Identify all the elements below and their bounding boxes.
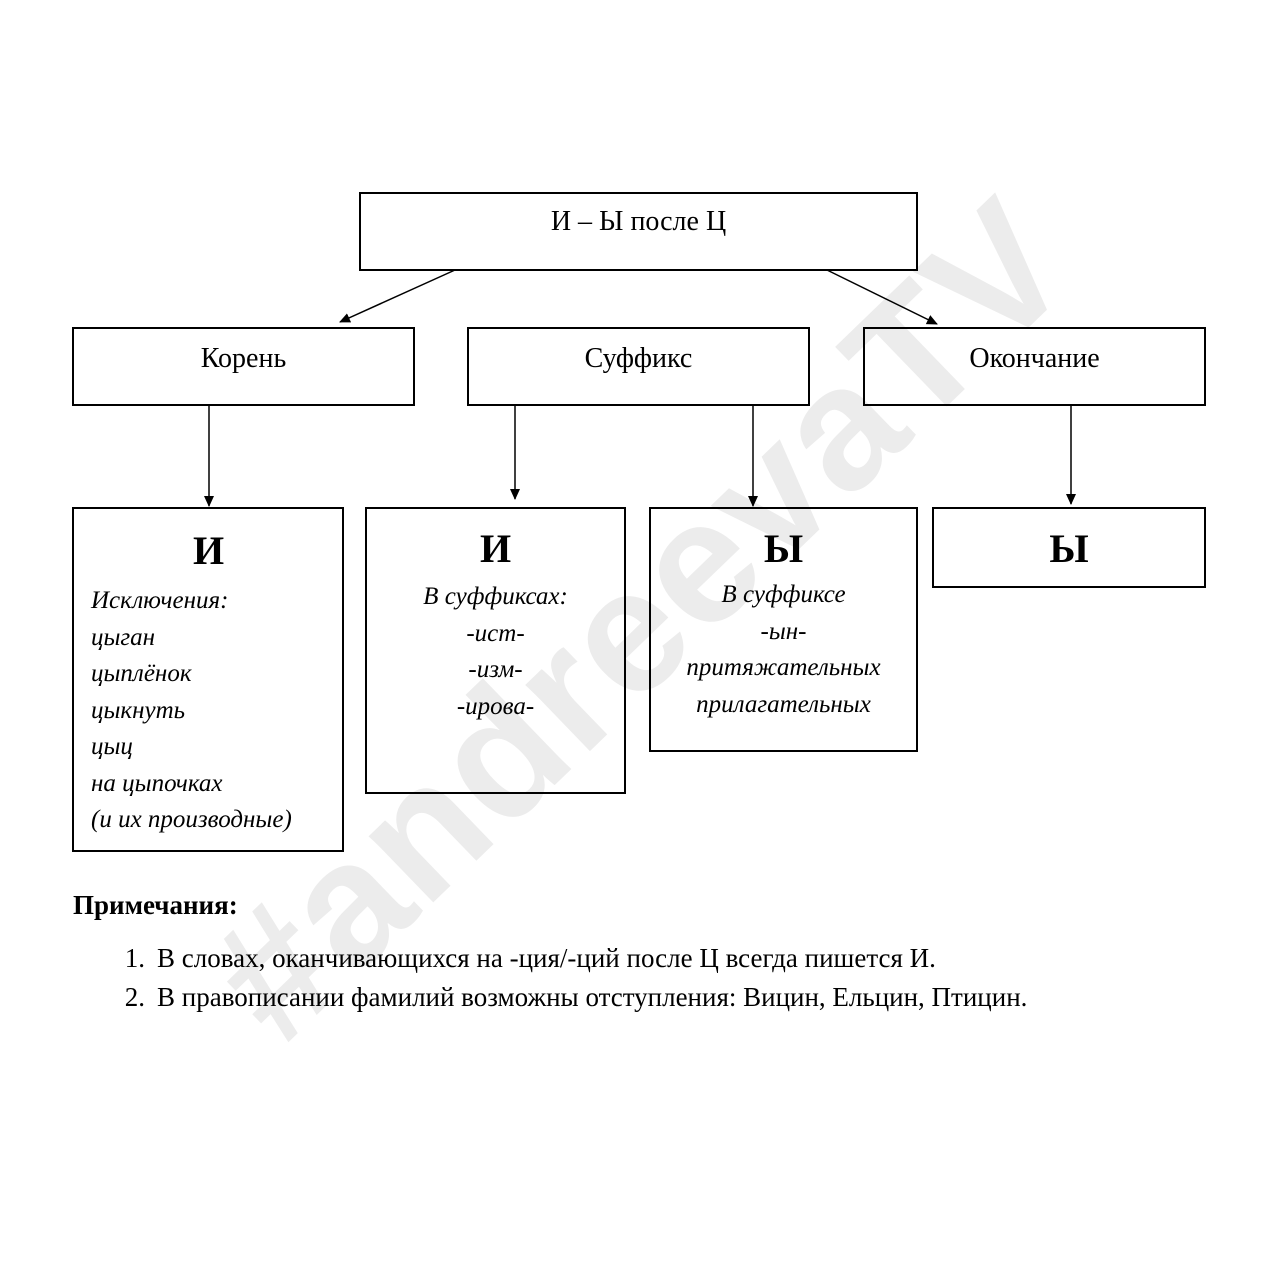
leaf-letter: Ы bbox=[1049, 526, 1089, 571]
category-koren: Корень bbox=[72, 327, 415, 406]
leaf-line: (и их производные) bbox=[91, 806, 292, 833]
note-text: В словах, оканчивающихся на -ция/-ций по… bbox=[157, 943, 936, 973]
notes-section: Примечания: 1. В словах, оканчивающихся … bbox=[73, 890, 1027, 1017]
leaf-line: цыкнуть bbox=[91, 696, 186, 724]
category-label: Корень bbox=[200, 342, 287, 374]
leaf-line: -изм- bbox=[468, 656, 523, 683]
leaf-line: Исключения: bbox=[91, 587, 229, 614]
leaf-suffix-y: Ы В суффиксе -ын- притяжательных прилага… bbox=[649, 507, 918, 752]
leaf-line: цыц bbox=[91, 733, 133, 760]
root-label: И – Ы после Ц bbox=[550, 205, 727, 237]
arrow-root-to-koren bbox=[339, 269, 456, 323]
leaf-line: притяжательных bbox=[686, 654, 881, 681]
category-label: Суффикс bbox=[584, 342, 693, 374]
leaf-line: -ын- bbox=[760, 617, 807, 645]
leaf-koren-i: И Исключения: цыган цыплёнок цыкнуть цыц… bbox=[72, 507, 344, 852]
leaf-line: цыплёнок bbox=[91, 660, 192, 687]
leaf-line: на цыпочках bbox=[91, 769, 223, 797]
leaf-suffix-i: И В суффиксах: -ист- -изм- -ирова- bbox=[365, 507, 626, 794]
leaf-okonchanie-y: Ы bbox=[932, 507, 1206, 588]
category-suffix: Суффикс bbox=[467, 327, 810, 406]
leaf-line: цыган bbox=[91, 623, 156, 651]
arrow-root-to-okonchanie bbox=[826, 269, 938, 325]
note-number: 2. bbox=[124, 982, 145, 1012]
note-text: В правописании фамилий возможны отступле… bbox=[157, 982, 1028, 1012]
leaf-line: -ист- bbox=[466, 619, 525, 647]
note-item: 1. В словах, оканчивающихся на -ция/-ций… bbox=[73, 939, 1027, 978]
notes-title: Примечания: bbox=[73, 890, 238, 920]
leaf-letter: Ы bbox=[763, 526, 804, 571]
leaf-line: прилагательных bbox=[696, 690, 871, 718]
root-box: И – Ы после Ц bbox=[359, 192, 918, 271]
note-number: 1. bbox=[124, 943, 145, 973]
leaf-letter: И bbox=[479, 526, 512, 571]
note-item: 2. В правописании фамилий возможны отсту… bbox=[73, 978, 1028, 1017]
leaf-line: В суффиксах: bbox=[423, 583, 568, 610]
leaf-line: -ирова- bbox=[456, 692, 535, 720]
category-okonchanie: Окончание bbox=[863, 327, 1206, 406]
leaf-line: В суффиксе bbox=[721, 581, 846, 608]
category-label: Окончание bbox=[969, 342, 1100, 374]
leaf-letter: И bbox=[193, 528, 225, 573]
